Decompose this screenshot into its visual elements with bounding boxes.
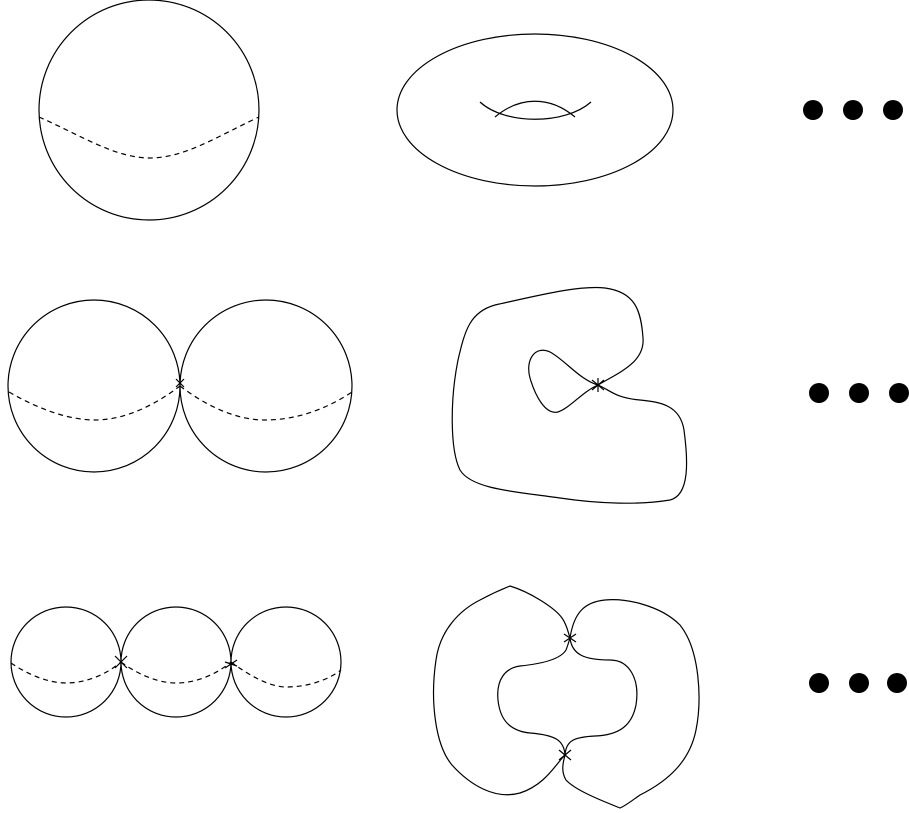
node-marker <box>592 378 604 392</box>
dot <box>803 100 823 120</box>
left-sphere-equator-dashed <box>9 386 180 420</box>
dot <box>809 673 829 693</box>
dot <box>843 100 863 120</box>
pinched-torus-outer <box>452 287 686 503</box>
sphere-equator-dashed <box>39 117 259 158</box>
dot <box>849 383 869 403</box>
right-sphere-equator-dashed <box>180 386 352 420</box>
dot <box>849 673 869 693</box>
sphere-2-equator-dashed <box>121 662 231 683</box>
sphere-outline <box>39 0 259 220</box>
dot <box>889 383 909 403</box>
right-sphere-outline <box>180 300 352 472</box>
left-sphere-outline <box>8 300 180 472</box>
torus-hole-upper-arc <box>495 101 575 117</box>
sphere <box>39 0 259 220</box>
pinched-torus <box>452 287 686 503</box>
doubly-pinched-torus-inner <box>498 638 637 755</box>
torus-outline <box>397 34 673 186</box>
dot <box>883 100 903 120</box>
sphere-3-equator-dashed <box>231 662 341 687</box>
sphere-1-outline <box>11 607 121 717</box>
sphere-1-equator-dashed <box>11 662 121 683</box>
continuation-dots-row-3 <box>809 673 907 693</box>
sphere-2-outline <box>121 607 231 717</box>
two-spheres-joined <box>8 300 352 472</box>
dot <box>887 673 907 693</box>
doubly-pinched-torus-outer <box>434 586 699 808</box>
doubly-pinched-torus <box>434 586 699 808</box>
pinched-torus-inner <box>529 350 598 412</box>
continuation-dots-row-1 <box>803 100 903 120</box>
dot <box>809 383 829 403</box>
sphere-3-outline <box>231 607 341 717</box>
continuation-dots-row-2 <box>809 383 909 403</box>
three-spheres-chain <box>11 607 341 717</box>
torus <box>397 34 673 186</box>
